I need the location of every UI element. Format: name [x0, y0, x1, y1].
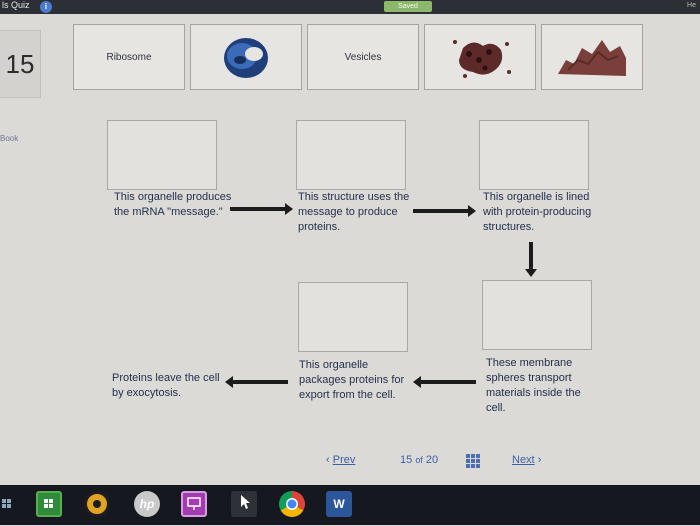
- saved-status-badge: Saved: [384, 1, 432, 12]
- tile-label: Vesicles: [344, 52, 382, 63]
- step-6-description: Proteins leave the cell by exocytosis.: [112, 372, 220, 399]
- chevron-left-icon: ‹: [326, 454, 330, 466]
- step-5-description: This organelle packages proteins for exp…: [299, 359, 405, 401]
- word-icon[interactable]: W: [326, 491, 352, 517]
- prev-button[interactable]: ‹ Prev: [326, 454, 355, 466]
- next-button[interactable]: Next ›: [512, 454, 541, 466]
- question-number: 15: [0, 30, 41, 98]
- golgi-image: [558, 40, 626, 76]
- prev-label: Prev: [332, 454, 356, 466]
- step-4-description: These membrane spheres transport materia…: [486, 357, 581, 414]
- of-label: of: [415, 455, 423, 465]
- drop-target-5[interactable]: [298, 282, 408, 352]
- arrow-right-icon: [230, 203, 293, 215]
- ebook-link[interactable]: Book: [0, 134, 19, 143]
- answer-tile-ribosome[interactable]: Ribosome: [73, 24, 185, 90]
- step-1-description: This organelle produces the mRNA "messag…: [114, 191, 232, 218]
- next-label: Next: [512, 454, 535, 466]
- step-2-description: This structure uses the message to produ…: [298, 191, 410, 233]
- media-player-icon[interactable]: [84, 491, 110, 517]
- drop-target-1[interactable]: [107, 120, 217, 190]
- arrow-right-icon: [413, 205, 476, 217]
- hp-icon[interactable]: hp: [134, 491, 160, 517]
- tile-label: Ribosome: [106, 52, 152, 63]
- store-icon[interactable]: [36, 491, 62, 517]
- total-pages: 20: [425, 454, 439, 466]
- taskbar: hp W: [0, 485, 700, 525]
- drop-target-4[interactable]: [482, 280, 592, 350]
- rough-er-image: [453, 40, 511, 78]
- pointer-app-icon[interactable]: [231, 491, 257, 517]
- quiz-title: ls Quiz: [2, 0, 30, 10]
- current-page: 15: [400, 454, 413, 466]
- answer-tile-nucleus-image[interactable]: [190, 24, 302, 90]
- answer-tile-golgi-image[interactable]: [541, 24, 643, 90]
- grid-icon[interactable]: [466, 454, 480, 468]
- windows-start-icon[interactable]: [0, 491, 14, 517]
- answer-tile-vesicles[interactable]: Vesicles: [307, 24, 419, 90]
- drop-target-2[interactable]: [296, 120, 406, 190]
- arrow-left-icon: [225, 376, 288, 388]
- step-3-description: This organelle is lined with protein-pro…: [483, 191, 592, 233]
- chevron-right-icon: ›: [537, 454, 542, 466]
- help-link[interactable]: He: [687, 2, 696, 9]
- info-icon[interactable]: i: [40, 1, 52, 13]
- arrow-left-icon: [413, 376, 476, 388]
- presentation-app-icon[interactable]: [181, 491, 207, 517]
- answer-tile-er-image[interactable]: [424, 24, 536, 90]
- page-indicator[interactable]: 15 of 20: [400, 454, 438, 466]
- top-bar: ls Quiz i Saved He: [0, 0, 700, 14]
- drop-target-3[interactable]: [479, 120, 589, 190]
- nucleus-image: [224, 38, 268, 78]
- arrow-down-icon: [525, 242, 537, 277]
- chrome-icon[interactable]: [279, 491, 305, 517]
